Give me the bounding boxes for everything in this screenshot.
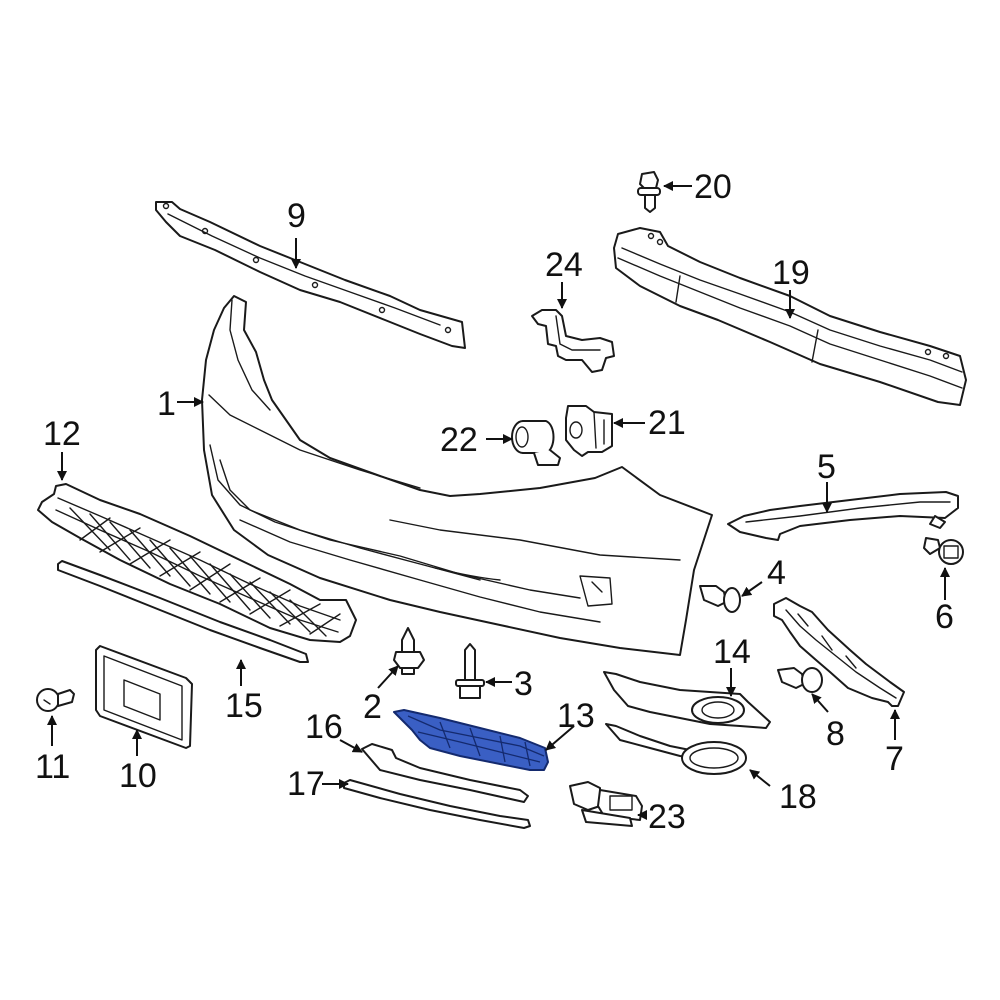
callout-7[interactable]: 7 — [885, 740, 904, 778]
callout-1[interactable]: 1 — [157, 385, 176, 423]
part-21-parking-sensor[interactable] — [565, 405, 613, 457]
callout-6[interactable]: 6 — [935, 598, 954, 636]
part-3-bolt[interactable] — [455, 643, 485, 699]
part-10-license-bracket[interactable] — [95, 645, 193, 749]
callout-2[interactable]: 2 — [363, 688, 382, 726]
callout-16[interactable]: 16 — [305, 708, 343, 746]
callout-18[interactable]: 18 — [779, 778, 817, 816]
callout-11[interactable]: 11 — [35, 748, 70, 786]
callout-9[interactable]: 9 — [287, 197, 306, 235]
callout-19[interactable]: 19 — [772, 254, 810, 292]
part-17-molding[interactable] — [343, 779, 531, 829]
callout-17[interactable]: 17 — [287, 765, 325, 803]
callout-3[interactable]: 3 — [514, 665, 533, 703]
part-14-fog-bezel[interactable] — [603, 671, 771, 729]
part-18-fog-trim[interactable] — [605, 723, 747, 775]
callout-21[interactable]: 21 — [648, 404, 686, 442]
callout-4[interactable]: 4 — [767, 554, 786, 592]
part-1-bumper-cover[interactable] — [201, 295, 713, 656]
part-22-sensor-collar[interactable] — [511, 420, 561, 466]
part-9-upper-retainer[interactable] — [155, 201, 466, 349]
part-11-screw[interactable] — [36, 688, 75, 712]
callout-13[interactable]: 13 — [557, 697, 595, 735]
callout-15[interactable]: 15 — [225, 687, 263, 725]
callout-12[interactable]: 12 — [43, 415, 81, 453]
part-15-lower-molding[interactable] — [57, 560, 309, 663]
callout-10[interactable]: 10 — [119, 757, 157, 795]
callout-20[interactable]: 20 — [694, 168, 732, 206]
callout-8[interactable]: 8 — [826, 715, 845, 753]
callout-labels: 1 2 3 4 5 6 7 8 9 10 11 12 13 14 15 16 1… — [35, 168, 954, 836]
callout-23[interactable]: 23 — [648, 798, 686, 836]
leader-lines — [47, 181, 950, 820]
callout-22[interactable]: 22 — [440, 421, 478, 459]
part-16-molding[interactable] — [361, 743, 529, 803]
part-5-side-rail[interactable] — [727, 491, 959, 541]
part-8-push-pin[interactable] — [777, 667, 823, 693]
part-23-connector[interactable] — [569, 781, 643, 827]
part-2-clip[interactable] — [393, 627, 425, 675]
callout-14[interactable]: 14 — [713, 633, 751, 671]
callout-5[interactable]: 5 — [817, 448, 836, 486]
part-24-sensor-bracket[interactable] — [531, 309, 615, 373]
part-4-push-pin[interactable] — [699, 585, 741, 613]
part-20-bolt[interactable] — [637, 171, 661, 213]
part-12-lower-grille[interactable] — [37, 483, 357, 643]
part-6-clip[interactable] — [923, 537, 964, 565]
part-13-grille-insert-highlighted[interactable] — [393, 709, 549, 771]
part-7-side-support[interactable] — [773, 597, 905, 707]
callout-24[interactable]: 24 — [545, 246, 583, 284]
